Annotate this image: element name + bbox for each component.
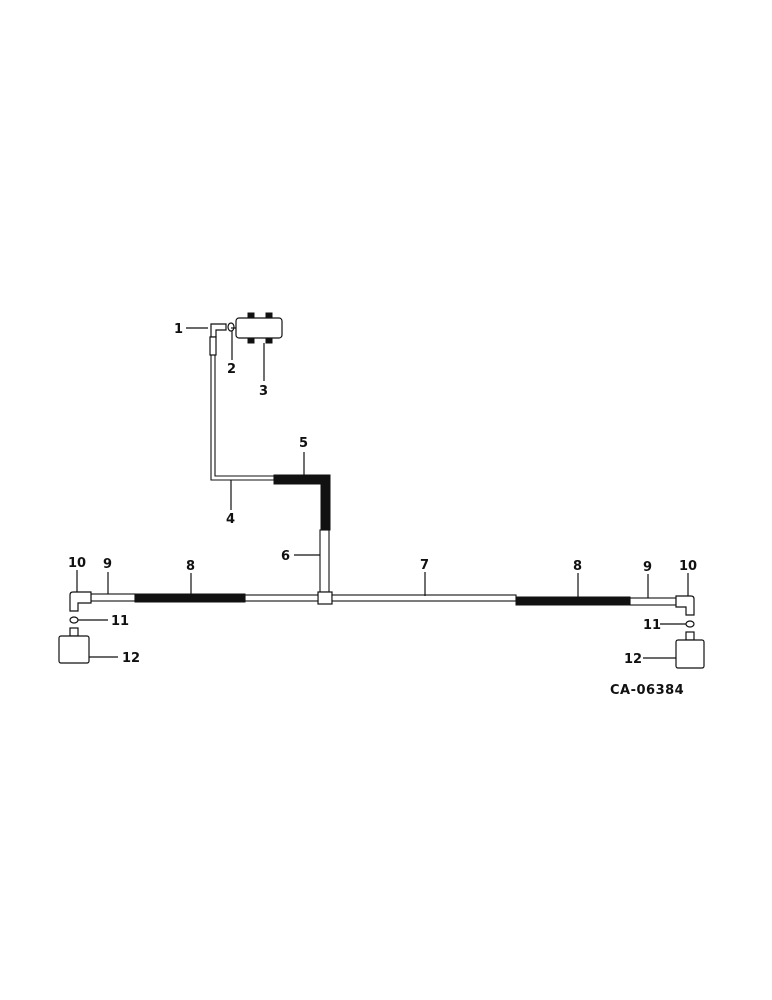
o-ring-2 <box>227 322 235 332</box>
elbow-10-left <box>69 591 92 612</box>
leader-lines <box>76 327 689 659</box>
callout-8-left: 8 <box>186 559 195 574</box>
callout-11-left: 11 <box>111 614 129 629</box>
callout-2: 2 <box>227 362 236 377</box>
hose-5-end <box>320 511 331 531</box>
tube-4-fitting <box>209 336 217 356</box>
o-ring-11-right <box>685 620 695 628</box>
callout-3: 3 <box>259 384 268 399</box>
hose-8-left <box>134 593 246 603</box>
tube-7-right <box>331 594 517 602</box>
callout-1: 1 <box>174 322 183 337</box>
main-line <box>58 591 705 669</box>
reference-code: CA-06384 <box>610 683 684 698</box>
callout-11-right: 11 <box>643 618 661 633</box>
hose-8-right <box>515 596 631 606</box>
o-ring-11-left <box>69 616 79 624</box>
callout-10-right: 10 <box>679 559 697 574</box>
valve-block-3 <box>231 312 283 344</box>
callout-9-right: 9 <box>643 560 652 575</box>
callout-9-left: 9 <box>103 557 112 572</box>
block-12-right <box>675 631 705 669</box>
block-12-left <box>58 627 90 664</box>
callout-5: 5 <box>299 436 308 451</box>
callout-12-right: 12 <box>624 652 642 667</box>
tube-6 <box>319 529 330 593</box>
upper-assembly <box>209 312 331 593</box>
tube-9-right <box>629 597 677 606</box>
callout-4: 4 <box>226 512 235 527</box>
callout-10-left: 10 <box>68 556 86 571</box>
callout-12-left: 12 <box>122 651 140 666</box>
tube-7-left <box>244 594 319 602</box>
elbow-10-right <box>675 595 695 616</box>
tee-fitting <box>317 591 333 605</box>
elbow-fitting-1 <box>210 323 227 338</box>
callout-8-right: 8 <box>573 559 582 574</box>
callouts: 1 2 3 4 5 6 7 8 8 9 9 10 10 11 11 12 12 <box>68 322 697 667</box>
callout-7: 7 <box>420 558 429 573</box>
tube-9-left <box>90 593 136 602</box>
callout-6: 6 <box>281 549 290 564</box>
